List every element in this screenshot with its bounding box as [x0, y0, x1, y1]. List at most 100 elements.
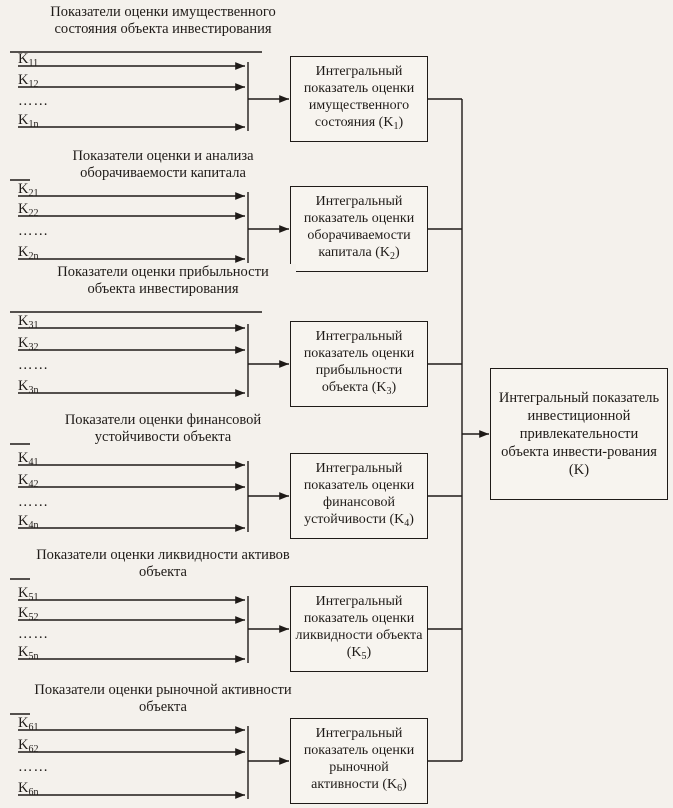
indicator-subscript: 6n [28, 787, 39, 798]
indicator-label: …… [18, 357, 49, 373]
indicator-label: K61 [18, 715, 38, 736]
integral-text: Интегральный показатель оценки прибыльно… [303, 329, 415, 395]
indicator-base: K [18, 780, 29, 796]
group-title: Показатели оценки финансовой устойчивост… [30, 412, 296, 446]
integral-subscript: 1 [393, 121, 399, 132]
indicator-base: K [18, 605, 29, 621]
indicator-subscript: 61 [28, 722, 39, 733]
integral-indicator-label: Интегральный показатель оценки ликвиднос… [295, 593, 423, 665]
integral-text: Интегральный показатель оценки имуществе… [303, 64, 415, 130]
indicator-base: …… [18, 626, 49, 642]
integral-subscript: 2 [390, 251, 396, 262]
group-title: Показатели оценки рыночной активности об… [30, 682, 296, 716]
indicator-subscript: 21 [28, 188, 39, 199]
group-title: Показатели оценки прибыльности объекта и… [30, 264, 296, 298]
indicator-base: …… [18, 357, 49, 373]
indicator-base: K [18, 472, 29, 488]
indicator-subscript: 3n [28, 385, 39, 396]
indicator-label: K52 [18, 605, 38, 626]
integral-text: Интегральный показатель оценки рыночной … [303, 726, 415, 792]
indicator-subscript: 4n [28, 520, 39, 531]
integral-subscript: 5 [361, 651, 367, 662]
indicator-label: K21 [18, 181, 38, 202]
integral-subscript: 4 [404, 518, 410, 529]
indicator-label: …… [18, 759, 49, 775]
integral-tail: ) [366, 645, 372, 660]
indicator-label: K1n [18, 112, 38, 133]
indicator-base: K [18, 513, 29, 529]
indicator-subscript: 12 [28, 79, 39, 90]
indicator-base: K [18, 644, 29, 660]
indicator-label: …… [18, 494, 49, 510]
indicator-base: K [18, 181, 29, 197]
integral-indicator-box: Интегральный показатель оценки прибыльно… [290, 321, 428, 407]
indicator-label: K5n [18, 644, 38, 665]
indicator-subscript: 42 [28, 479, 39, 490]
integral-indicator-box: Интегральный показатель оценки ликвиднос… [290, 586, 428, 672]
indicator-base: …… [18, 759, 49, 775]
integral-subscript: 6 [397, 783, 403, 794]
indicator-label: K51 [18, 585, 38, 606]
group-title: Показатели оценки и анализа оборачиваемо… [30, 148, 296, 182]
final-integral-label: Интегральный показатель инвестиционной п… [498, 390, 660, 478]
indicator-label: K42 [18, 472, 38, 493]
indicator-label: …… [18, 223, 49, 239]
indicator-label: K31 [18, 313, 38, 334]
indicator-base: K [18, 72, 29, 88]
indicator-subscript: 52 [28, 612, 39, 623]
indicator-subscript: 1n [28, 119, 39, 130]
final-integral-box: Интегральный показатель инвестиционной п… [490, 368, 668, 500]
indicator-base: …… [18, 223, 49, 239]
indicator-base: K [18, 715, 29, 731]
integral-indicator-label: Интегральный показатель оценки прибыльно… [295, 328, 423, 400]
indicator-label: K62 [18, 737, 38, 758]
integral-tail: ) [391, 380, 397, 395]
indicator-subscript: 2n [28, 251, 39, 262]
indicator-base: K [18, 450, 29, 466]
indicator-label: …… [18, 626, 49, 642]
indicator-base: …… [18, 93, 49, 109]
integral-tail: ) [402, 777, 407, 792]
indicator-label: K6n [18, 780, 38, 801]
indicator-subscript: 51 [28, 592, 39, 603]
indicator-base: K [18, 112, 29, 128]
indicator-subscript: 5n [28, 651, 39, 662]
indicator-label: K4n [18, 513, 38, 534]
integral-indicator-label: Интегральный показатель оценки финансово… [295, 460, 423, 532]
indicator-label: K11 [18, 51, 38, 72]
integral-tail: ) [409, 512, 414, 527]
indicator-subscript: 11 [28, 58, 39, 69]
indicator-label: K2n [18, 244, 38, 265]
indicator-base: K [18, 378, 29, 394]
integral-indicator-box: Интегральный показатель оценки финансово… [290, 453, 428, 539]
indicator-base: K [18, 313, 29, 329]
indicator-subscript: 22 [28, 208, 39, 219]
integral-indicator-label: Интегральный показатель оценки рыночной … [295, 725, 423, 797]
indicator-subscript: 32 [28, 342, 39, 353]
indicator-subscript: 31 [28, 320, 39, 331]
indicator-base: K [18, 737, 29, 753]
integral-indicator-box: Интегральный показатель оценки оборачива… [290, 186, 428, 272]
integral-indicator-box: Интегральный показатель оценки имуществе… [290, 56, 428, 142]
indicator-subscript: 62 [28, 744, 39, 755]
indicator-label: K32 [18, 335, 38, 356]
integral-text: Интегральный показатель оценки оборачива… [303, 194, 415, 260]
integral-text: Интегральный показатель оценки финансово… [303, 461, 415, 527]
integral-indicator-label: Интегральный показатель оценки имуществе… [295, 63, 423, 135]
integral-subscript: 3 [386, 386, 392, 397]
indicator-label: K22 [18, 201, 38, 222]
indicator-label: K12 [18, 72, 38, 93]
indicator-base: K [18, 201, 29, 217]
integral-indicator-label: Интегральный показатель оценки оборачива… [295, 193, 423, 265]
group-title: Показатели оценки имущественного состоян… [30, 4, 296, 38]
integral-text: Интегральный показатель оценки ликвиднос… [295, 594, 423, 660]
group-title: Показатели оценки ликвидности активов об… [30, 547, 296, 581]
integral-tail: ) [398, 115, 404, 130]
indicator-base: K [18, 51, 29, 67]
indicator-label: K3n [18, 378, 38, 399]
indicator-base: K [18, 244, 29, 260]
indicator-subscript: 41 [28, 457, 39, 468]
integral-indicator-box: Интегральный показатель оценки рыночной … [290, 718, 428, 804]
indicator-base: …… [18, 494, 49, 510]
indicator-label: K41 [18, 450, 38, 471]
